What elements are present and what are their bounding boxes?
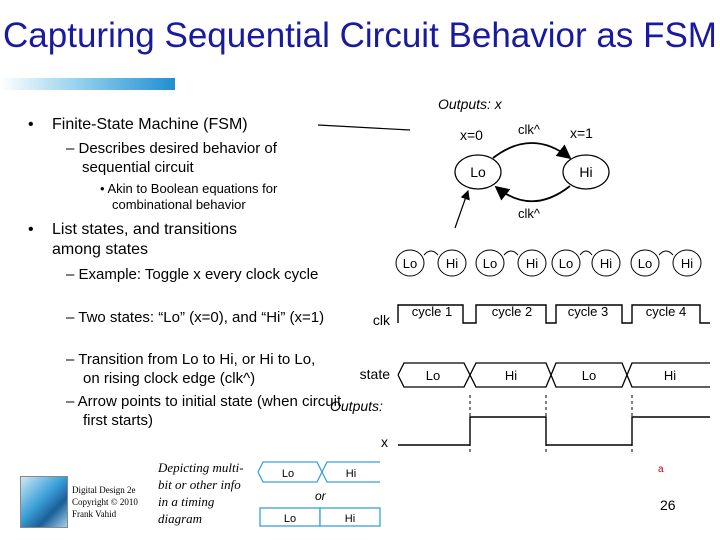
book-title: Digital Design 2e bbox=[72, 485, 136, 495]
timing-diagram: Lo Hi Lo Hi Lo Hi Lo Hi cycle 1 cycle 2 … bbox=[330, 249, 710, 455]
fsm-bottom-transition: clk^ bbox=[518, 206, 541, 221]
depict-note: Depicting multi- bit or other info in a … bbox=[158, 460, 244, 526]
state-hi-label: Hi bbox=[579, 164, 592, 180]
fsm-out-hi: x=1 bbox=[570, 125, 593, 141]
state-lo-label: Lo bbox=[470, 164, 486, 180]
bus-bottom-hi: Hi bbox=[345, 513, 355, 525]
clk-label: clk bbox=[373, 312, 391, 328]
book-author: Frank Vahid bbox=[72, 509, 117, 519]
sub-two-states: – Two states: “Lo” (x=0), and “Hi” (x=1) bbox=[66, 309, 325, 326]
fsm-top-transition: clk^ bbox=[518, 122, 541, 137]
bus-box-hi bbox=[319, 507, 381, 527]
transition-lo-hi bbox=[492, 142, 572, 160]
clk-waveform bbox=[397, 304, 710, 324]
state-value-4: Hi bbox=[664, 368, 676, 383]
svg-text:Lo: Lo bbox=[403, 256, 417, 271]
cycle-label-1: cycle 1 bbox=[412, 304, 452, 319]
sub-describes: – Describes desired behavior of sequenti… bbox=[66, 140, 277, 176]
state-value-1: Lo bbox=[426, 368, 440, 383]
bus-notation: Lo Hi or Lo Hi bbox=[257, 461, 381, 527]
outputs-label: Outputs: bbox=[330, 398, 383, 414]
slide-title: Capturing Sequential Circuit Behavior as… bbox=[3, 16, 717, 55]
book-cover-icon bbox=[20, 476, 68, 528]
initial-state-arrow bbox=[454, 189, 470, 229]
bullet-list-states: List states, and transitions among state… bbox=[52, 221, 237, 258]
fsm-outputs-label: Outputs: x bbox=[438, 96, 503, 112]
bullet-dot-1: • bbox=[28, 116, 34, 133]
state-pair-4: Lo Hi bbox=[630, 249, 702, 277]
pointer-line bbox=[317, 124, 411, 131]
page-number: 26 bbox=[660, 497, 676, 513]
state-label: state bbox=[360, 366, 391, 382]
cycle-label-3: cycle 3 bbox=[568, 304, 608, 319]
svg-text:Hi: Hi bbox=[526, 256, 538, 271]
sub-arrow-points: – Arrow points to initial state (when ci… bbox=[66, 393, 342, 429]
state-bus bbox=[397, 362, 710, 388]
title-accent-bar bbox=[0, 78, 175, 90]
x-waveform bbox=[398, 416, 710, 446]
state-value-2: Hi bbox=[505, 368, 517, 383]
state-pair-2: Lo Hi bbox=[475, 249, 547, 277]
state-pair-1: Lo Hi bbox=[395, 249, 467, 277]
state-hi-circle bbox=[562, 154, 610, 190]
sub-example: – Example: Toggle x every clock cycle bbox=[66, 266, 319, 283]
bus-crossing-example bbox=[257, 461, 380, 483]
cycle-label-4: cycle 4 bbox=[646, 304, 686, 319]
or-label: or bbox=[315, 489, 327, 503]
state-value-3: Lo bbox=[582, 368, 596, 383]
state-pair-3: Lo Hi bbox=[551, 249, 621, 277]
bus-top-hi: Hi bbox=[346, 468, 356, 480]
cycle-label-2: cycle 2 bbox=[492, 304, 532, 319]
sub-transition: – Transition from Lo to Hi, or Hi to Lo,… bbox=[66, 351, 316, 387]
fsm-diagram: Outputs: x x=0 x=1 clk^ Lo Hi clk^ bbox=[317, 96, 610, 229]
book-info: Digital Design 2e Copyright © 2010 Frank… bbox=[72, 484, 152, 520]
fsm-out-lo: x=0 bbox=[460, 127, 483, 143]
bus-bottom-lo: Lo bbox=[284, 513, 296, 525]
x-label: x bbox=[381, 434, 388, 450]
svg-text:Lo: Lo bbox=[559, 256, 573, 271]
svg-text:Hi: Hi bbox=[446, 256, 458, 271]
svg-text:Hi: Hi bbox=[681, 256, 693, 271]
small-mark: a bbox=[658, 464, 664, 475]
book-copyright: Copyright © 2010 bbox=[72, 497, 138, 507]
svg-text:Hi: Hi bbox=[600, 256, 612, 271]
bullet-dot-2: • bbox=[28, 221, 34, 238]
svg-text:Lo: Lo bbox=[483, 256, 497, 271]
bullet-fsm: Finite-State Machine (FSM) bbox=[52, 116, 248, 133]
state-lo-circle bbox=[454, 154, 502, 190]
subsub-akin: • Akin to Boolean equations for combinat… bbox=[100, 181, 278, 212]
svg-text:Lo: Lo bbox=[638, 256, 652, 271]
transition-hi-lo bbox=[494, 185, 571, 203]
bus-top-lo: Lo bbox=[282, 468, 294, 480]
